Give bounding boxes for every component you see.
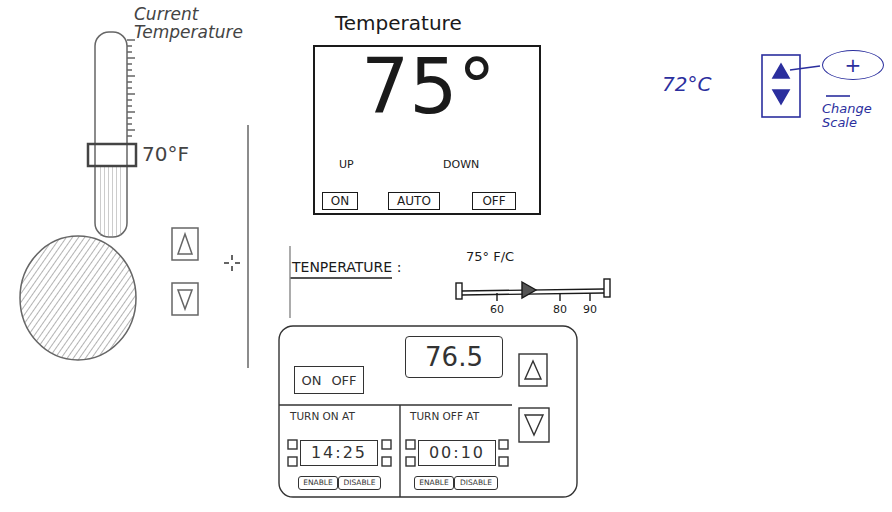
node-text: UP <box>339 159 354 170</box>
enable-button: ENABLE <box>414 476 454 490</box>
divider <box>279 404 512 405</box>
mode-button: AUTO <box>388 192 440 210</box>
display-screen: ONAUTOOFFTemperature75°UPDOWN <box>313 45 541 215</box>
tick-label: 90 <box>583 304 597 316</box>
slider-thumb <box>522 282 536 298</box>
slider-cap <box>604 279 610 297</box>
schedule-section: 00:10ENABLE DISABLE TURN OFF AT <box>402 407 512 495</box>
divider <box>399 405 400 497</box>
digit-up <box>406 440 415 449</box>
node-text: ENABLE <box>303 479 333 487</box>
node-text: DISABLE <box>460 479 492 487</box>
node-text: DOWN <box>443 159 479 170</box>
digit-down <box>499 457 508 466</box>
mercury-column <box>98 166 124 236</box>
thermostat-panel <box>279 326 577 497</box>
power-button: ON OFF <box>294 366 364 394</box>
reading-band <box>88 144 136 166</box>
node-text: ENABLE <box>419 479 449 487</box>
annotation: Change Scale <box>822 102 884 129</box>
node-text: ON <box>301 374 321 387</box>
node-text: TURN OFF AT <box>410 411 479 422</box>
node-text: 76.5 <box>425 344 483 370</box>
scale-toggle: + <box>822 50 884 80</box>
temperature-reading: 70°F <box>142 144 189 165</box>
temperature-reading: 72°C <box>662 74 711 95</box>
schedule-section: 14:25ENABLE DISABLE TURN ON AT <box>282 407 398 495</box>
up-button <box>519 354 547 386</box>
digit-down <box>382 457 391 466</box>
slider-track <box>462 293 604 295</box>
node-text: DISABLE <box>343 479 375 487</box>
node-text: 00:10 <box>429 445 485 461</box>
field-label: TENPERATURE : <box>292 260 401 275</box>
underline <box>290 277 392 278</box>
up-triangle <box>178 234 192 254</box>
down-triangle <box>773 90 789 104</box>
node-text: + <box>845 55 862 75</box>
mode-button: OFF <box>472 192 516 210</box>
node-text: ON <box>331 195 349 207</box>
node-text: Temperature <box>335 13 462 33</box>
divider <box>289 246 290 318</box>
slider-value: 75° F/C <box>466 250 514 264</box>
digit-down <box>406 457 415 466</box>
panel-edge <box>247 125 249 368</box>
digit-up <box>382 440 391 449</box>
separator-line <box>826 95 850 97</box>
tick-label: 80 <box>553 304 567 316</box>
digit-up <box>499 440 508 449</box>
down-button <box>172 283 198 315</box>
slider-cap <box>456 283 462 299</box>
enable-button: ENABLE <box>298 476 338 490</box>
cursor-crosshair <box>224 255 240 271</box>
up-triangle <box>525 361 541 379</box>
up-button <box>172 228 198 260</box>
node-text: AUTO <box>397 195 431 207</box>
node-text: 75° <box>361 49 496 125</box>
thermometer-bulb <box>20 236 136 360</box>
node-text: TURN ON AT <box>290 411 355 422</box>
leader-line <box>790 66 820 70</box>
stepper-box <box>762 55 800 117</box>
node-text: 14:25 <box>311 445 367 461</box>
node-text: OFF <box>331 374 356 387</box>
up-triangle <box>773 64 789 78</box>
sketch-title: Current Temperature <box>134 6 252 42</box>
thermometer-tube <box>95 32 127 237</box>
disable-button: DISABLE <box>454 476 498 490</box>
temperature-readout: 76.5 <box>405 336 503 378</box>
digit-down <box>288 457 297 466</box>
slider-ticks <box>497 293 590 301</box>
tick-label: 60 <box>490 304 504 316</box>
scale-ticks <box>127 40 135 136</box>
digit-up <box>288 440 297 449</box>
disable-button: DISABLE <box>338 476 381 490</box>
down-button <box>519 408 549 442</box>
time-display: 14:25 <box>300 440 378 466</box>
mode-button: ON <box>322 192 358 210</box>
node-text: OFF <box>482 195 505 207</box>
down-triangle <box>178 290 192 309</box>
time-display: 00:10 <box>418 440 496 466</box>
down-triangle <box>525 415 543 435</box>
